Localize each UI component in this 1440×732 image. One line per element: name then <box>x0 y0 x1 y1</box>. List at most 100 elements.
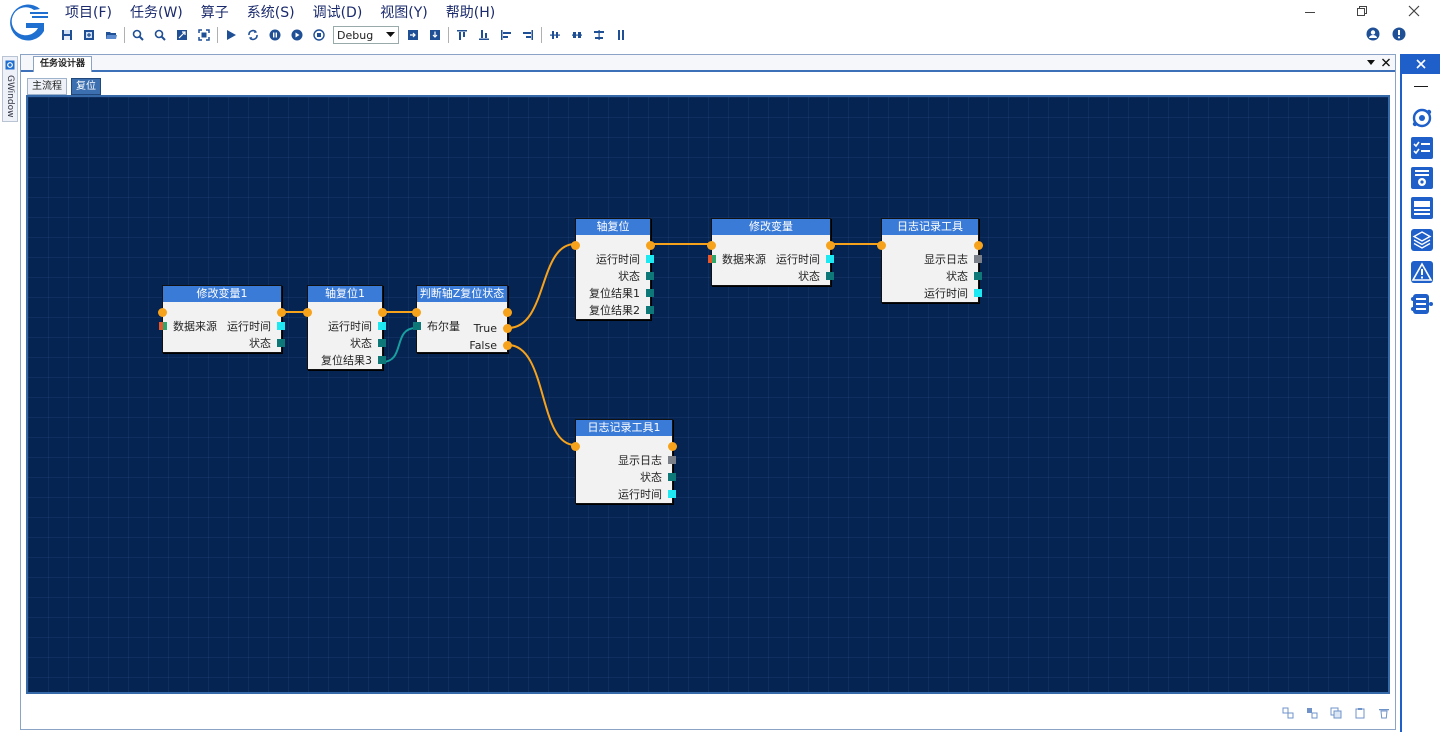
save-button[interactable] <box>56 25 78 45</box>
true-branch-pin[interactable] <box>503 324 512 333</box>
node-modify-variable-1[interactable]: 修改变量1 数据来源 运行时间 状态 <box>158 285 286 353</box>
flow-out-pin[interactable] <box>503 308 512 317</box>
menu-help[interactable]: 帮助(H) <box>445 5 496 21</box>
step-button[interactable] <box>286 25 308 45</box>
warning-icon[interactable] <box>1410 260 1434 284</box>
flow-in-pin[interactable] <box>303 308 312 317</box>
output-pin[interactable] <box>378 339 386 347</box>
input-pin[interactable] <box>413 322 421 330</box>
flow-out-pin[interactable] <box>646 241 655 250</box>
loop-run-button[interactable] <box>242 25 264 45</box>
menu-system[interactable]: 系统(S) <box>246 5 295 21</box>
flow-out-pin[interactable] <box>974 241 983 250</box>
dock-close-button[interactable] <box>1402 54 1440 74</box>
input-pin[interactable] <box>159 322 167 330</box>
output-pin[interactable] <box>668 473 676 481</box>
stop-button[interactable] <box>308 25 330 45</box>
orbit-icon[interactable] <box>1410 106 1434 130</box>
output-pin[interactable] <box>277 322 285 330</box>
help-icon[interactable] <box>1392 27 1406 41</box>
panel-icon[interactable] <box>1410 196 1434 220</box>
flow-in-pin[interactable] <box>412 308 421 317</box>
menu-task[interactable]: 任务(W) <box>129 5 183 21</box>
flow-out-pin[interactable] <box>378 308 387 317</box>
wire-flow[interactable] <box>507 243 576 329</box>
dock-minimize-handle[interactable] <box>1414 86 1428 87</box>
node-modify-variable[interactable]: 修改变量 数据来源 运行时间 状态 <box>707 218 835 286</box>
run-mode-select[interactable]: Debug <box>333 26 399 44</box>
actual-size-button[interactable] <box>193 25 215 45</box>
open-button[interactable] <box>100 25 122 45</box>
menu-debug[interactable]: 调试(D) <box>312 5 363 21</box>
node-log-tool-1[interactable]: 日志记录工具1 显示日志 状态 运行时间 <box>571 419 677 504</box>
output-pin[interactable] <box>378 356 386 364</box>
menu-operator[interactable]: 算子 <box>200 5 229 21</box>
align-bottom-button[interactable] <box>473 25 495 45</box>
output-pin[interactable] <box>974 272 982 280</box>
input-pin[interactable] <box>708 255 716 263</box>
node-axis-reset[interactable]: 轴复位 运行时间 状态 复位结果1 复位结果2 <box>571 218 655 320</box>
output-pin[interactable] <box>826 255 834 263</box>
ungroup-button[interactable] <box>1305 706 1318 719</box>
distribute-h-button[interactable] <box>544 25 566 45</box>
output-pin[interactable] <box>646 289 654 297</box>
align-top-button[interactable] <box>451 25 473 45</box>
false-branch-pin[interactable] <box>503 341 512 350</box>
tab-task-designer[interactable]: 任务设计器 <box>33 56 93 72</box>
list-node-icon[interactable] <box>1410 292 1434 316</box>
flow-out-pin[interactable] <box>277 308 286 317</box>
pause-button[interactable] <box>264 25 286 45</box>
output-pin[interactable] <box>668 490 676 498</box>
node-axis-reset-1[interactable]: 轴复位1 运行时间 状态 复位结果3 <box>303 285 387 370</box>
flow-out-pin[interactable] <box>826 241 835 250</box>
layers-icon[interactable] <box>1410 228 1434 252</box>
align-left-button[interactable] <box>495 25 517 45</box>
copy-button[interactable] <box>1329 706 1342 719</box>
output-pin[interactable] <box>277 339 285 347</box>
node-judge-axis-z-reset[interactable]: 判断轴Z复位状态 布尔量 True False <box>412 285 512 353</box>
output-pin[interactable] <box>646 272 654 280</box>
tab-reset-flow[interactable]: 复位 <box>71 78 101 95</box>
zoom-out-button[interactable] <box>149 25 171 45</box>
close-window-button[interactable] <box>1388 0 1440 22</box>
paste-button[interactable] <box>1353 706 1366 719</box>
checklist-icon[interactable] <box>1410 136 1434 160</box>
tab-dropdown-icon[interactable] <box>1367 56 1375 68</box>
group-button[interactable] <box>1281 706 1294 719</box>
output-pin[interactable] <box>826 272 834 280</box>
delete-button[interactable] <box>1377 706 1390 719</box>
restore-button[interactable] <box>1336 0 1388 22</box>
settings-list-icon[interactable] <box>1410 166 1434 190</box>
wire-data[interactable] <box>381 327 417 363</box>
close-tab-icon[interactable] <box>1381 56 1391 68</box>
flow-in-pin[interactable] <box>707 241 716 250</box>
flow-in-pin[interactable] <box>877 241 886 250</box>
menu-project[interactable]: 项目(F) <box>65 5 112 21</box>
flow-canvas[interactable]: 修改变量1 数据来源 运行时间 状态 轴复位1 运行时间 状态 复位结果3 判断… <box>26 95 1390 694</box>
zoom-in-button[interactable] <box>127 25 149 45</box>
user-icon[interactable] <box>1366 27 1380 41</box>
menu-view[interactable]: 视图(Y) <box>380 5 428 21</box>
step-into-button[interactable] <box>424 25 446 45</box>
tab-main-flow[interactable]: 主流程 <box>27 78 67 95</box>
node-log-tool[interactable]: 日志记录工具 显示日志 状态 运行时间 <box>877 218 983 303</box>
flow-out-pin[interactable] <box>668 442 677 451</box>
gwindow-side-tab[interactable]: GWindow <box>2 56 18 122</box>
fit-view-button[interactable] <box>171 25 193 45</box>
flow-in-pin[interactable] <box>158 308 167 317</box>
distribute-v-button[interactable] <box>610 25 632 45</box>
wire-flow[interactable] <box>507 344 576 446</box>
center-v-button[interactable] <box>588 25 610 45</box>
run-button[interactable] <box>220 25 242 45</box>
output-pin[interactable] <box>646 255 654 263</box>
center-h-button[interactable] <box>566 25 588 45</box>
align-right-button[interactable] <box>517 25 539 45</box>
minimize-button[interactable] <box>1284 0 1336 22</box>
step-over-button[interactable] <box>402 25 424 45</box>
flow-in-pin[interactable] <box>571 442 580 451</box>
output-pin[interactable] <box>378 322 386 330</box>
output-pin[interactable] <box>668 456 676 464</box>
output-pin[interactable] <box>974 289 982 297</box>
output-pin[interactable] <box>974 255 982 263</box>
output-pin[interactable] <box>646 306 654 314</box>
